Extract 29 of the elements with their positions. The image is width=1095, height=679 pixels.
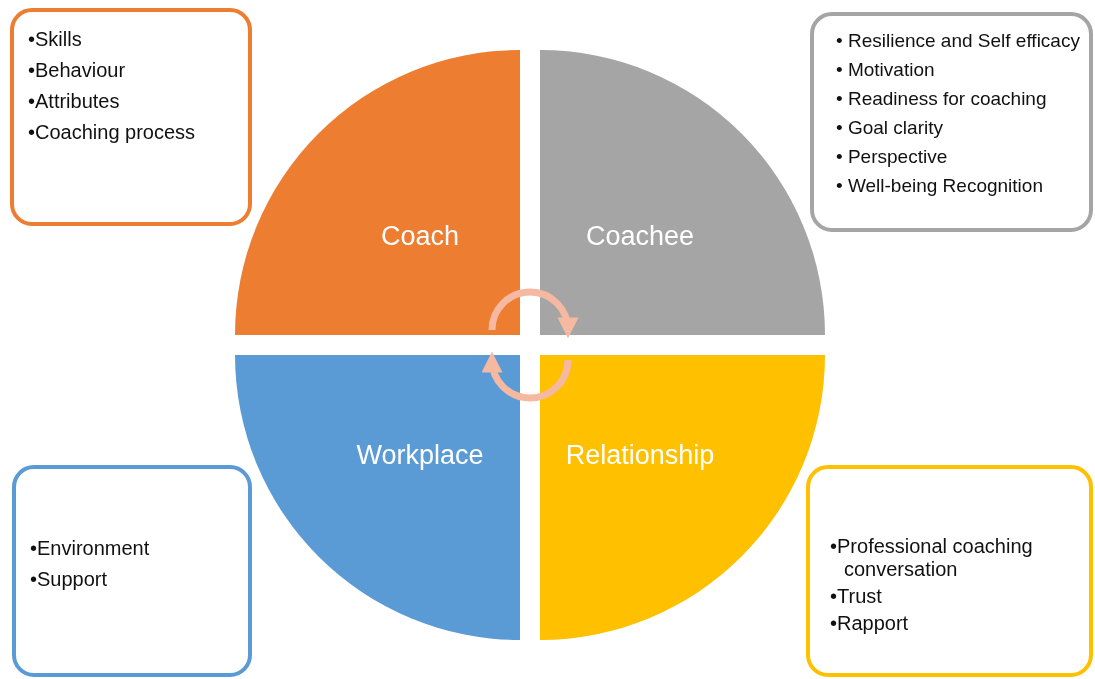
text-box (10, 8, 252, 226)
list-item: • Readiness for coaching (836, 87, 1048, 111)
quadrant-segment (540, 355, 825, 640)
list-item: •Trust (830, 585, 883, 608)
list-item: •Behaviour (28, 58, 127, 83)
quadrant-segment (235, 355, 520, 640)
list-item: •Environment (30, 536, 151, 561)
list-item: •Skills (28, 27, 83, 52)
list-item: •Attributes (28, 89, 121, 114)
quadrant-segment (540, 50, 825, 335)
list-item: • Resilience and Self efficacy (836, 29, 1081, 53)
list-item: • Perspective (836, 145, 949, 169)
text-box (12, 465, 252, 677)
text-box (806, 465, 1093, 677)
text-box (810, 12, 1093, 232)
quadrant-label: Coachee (585, 220, 695, 252)
quadrant-label: Relationship (565, 439, 715, 471)
cycle-arrow (482, 351, 572, 402)
list-item: • Well-being Recognition (836, 174, 1044, 198)
quadrant-label: Coach (381, 220, 459, 252)
quadrant-label: Workplace (356, 439, 484, 471)
list-item: • Goal clarity (836, 116, 944, 140)
list-item: •Rapport (830, 612, 910, 635)
list-item: •Professional coaching conversation (830, 535, 1034, 581)
list-item: •Coaching process (28, 120, 197, 145)
list-item: • Motivation (836, 58, 936, 82)
cycle-arrow (488, 288, 578, 339)
list-item: •Support (30, 567, 109, 592)
quadrant-segment (235, 50, 520, 335)
